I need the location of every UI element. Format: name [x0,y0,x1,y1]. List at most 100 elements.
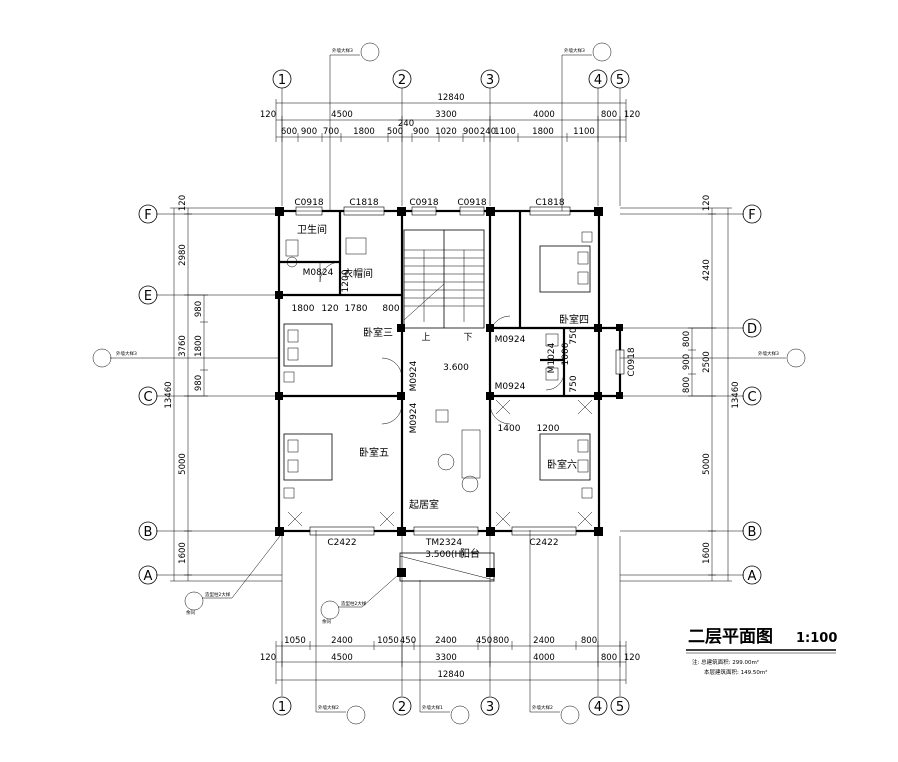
room-bath: 卫生间 [297,223,327,236]
axis-bubbles [138,69,762,716]
bottom-dimensions [275,641,627,684]
dim-left-inner: 1800 [194,335,204,357]
tag-window: C0918 [457,198,486,208]
dim-top-detail: 700 [323,127,339,137]
axis-label-5-top: 5 [616,73,624,88]
tag-window: C0918 [627,347,637,376]
axis-label-E-left: E [144,289,152,304]
tag-window: C2422 [529,538,558,548]
tag-dim: 1200 [537,424,560,434]
dim-bottom-detail: 2400 [435,636,457,646]
dim-bottom-bay: 120 [624,653,640,663]
tag-stair-up: 上 [421,332,430,343]
dim-bottom-detail: 1050 [284,636,306,646]
dim-top-bay: 800 [601,110,617,120]
furniture [283,231,593,582]
dim-left-outer: 5000 [178,453,188,475]
tag-window: C1818 [349,198,378,208]
dim-bottom-bay: 800 [601,653,617,663]
columns [275,207,623,536]
dim-left-outer: 3760 [178,335,188,357]
room-living: 起居室 [409,498,439,511]
left-dimensions [170,207,282,582]
tag-dim: 1000 [561,342,571,365]
room-bed4: 卧室四 [559,313,589,326]
dim-top-bay: 4000 [533,110,555,120]
dim-bottom-detail: 450 [400,636,416,646]
dim-right-inner: 900 [682,354,692,370]
dim-top-detail: 1100 [573,127,595,137]
callouts [92,42,806,725]
tag-door: M0924 [409,402,419,433]
dim-bottom-detail: 2400 [533,636,555,646]
tag-window: C0918 [294,198,323,208]
tag-dim: 120 [321,304,338,314]
dim-bottom-detail: 1050 [377,636,399,646]
dim-top-overall: 12840 [437,93,464,103]
callout-label: 外墙大样2 [318,704,339,711]
room-bed5: 卧室五 [359,446,389,459]
tag-dim: 750 [569,327,579,344]
axis-label-A-right: A [748,569,757,584]
dim-right-outer: 5000 [702,453,712,475]
tag-door: M1024 [547,342,557,373]
dim-left-outer: 120 [178,195,188,211]
drawing-scale: 1:100 [796,631,837,646]
tag-door: M0924 [409,360,419,391]
dim-top-bay: 4500 [331,110,353,120]
tag-stair-down: 下 [463,333,472,343]
callout-label: 外墙大样1 [422,704,443,711]
dim-top-detail: 500 [387,127,403,137]
tag-window: C2422 [327,538,356,548]
dim-top-detail: 600 [281,127,297,137]
axis-label-3-top: 3 [486,73,494,88]
tag-door: M0924 [495,382,526,392]
dim-left-inner: 980 [194,301,204,317]
callout-label: 外墙大样3 [332,47,353,54]
dim-bottom-bay: 120 [260,653,276,663]
axis-label-1-top: 1 [278,73,286,88]
tag-dim: 1800 [292,304,315,314]
dim-top-detail: 1800 [532,127,554,137]
callout-label: 造型柱2大样 [205,591,231,598]
room-bed3: 卧室三 [363,326,393,339]
callout-label: 外墙大样2 [532,704,553,711]
callout-label: 外墙大样3 [758,350,779,357]
axis-label-C-left: C [143,390,152,405]
drawing-title: 二层平面图 [688,627,773,647]
axis-label-5-bottom: 5 [616,700,624,715]
tag-door: M0824 [303,268,334,278]
tag-door: M0924 [495,335,526,345]
doors [319,261,565,425]
dim-left-overall: 13460 [164,381,174,408]
axis-label-C-right: C [747,390,756,405]
dim-bottom-bay: 3300 [435,653,457,663]
tag-dim: 1780 [345,304,368,314]
room-bed6: 卧室六 [547,458,577,471]
dim-bottom-detail: 450 [476,636,492,646]
tag-elevation: 3.600 [443,363,469,373]
callout-label: 外墙大样3 [116,350,137,357]
dim-top-bay: 120 [260,110,276,120]
hatch-crosses [287,399,593,581]
tag-dim: 1200 [341,269,351,292]
dim-top-detail: 1800 [353,127,375,137]
area-note-floor: 本层建筑面积: 149.50m² [704,668,767,676]
axis-label-F-right: F [748,208,755,223]
dim-bottom-overall: 12840 [437,670,464,680]
callout-label: 外墙大样3 [564,47,585,54]
dim-top-detail: 240 [480,127,496,137]
dim-top-detail: 900 [413,127,429,137]
room-closet: 衣帽间 [343,267,373,280]
callout-label: 余同 [186,609,195,616]
axis-label-F-left: F [144,208,151,223]
dim-right-inner: 800 [682,377,692,393]
dim-right-inner: 800 [682,331,692,347]
dim-left-outer: 2980 [178,244,188,266]
tag-dim: 750 [569,375,579,392]
axis-label-1-bottom: 1 [278,700,286,715]
dim-top-bay: 3300 [435,110,457,120]
dim-left-outer: 1600 [178,542,188,564]
